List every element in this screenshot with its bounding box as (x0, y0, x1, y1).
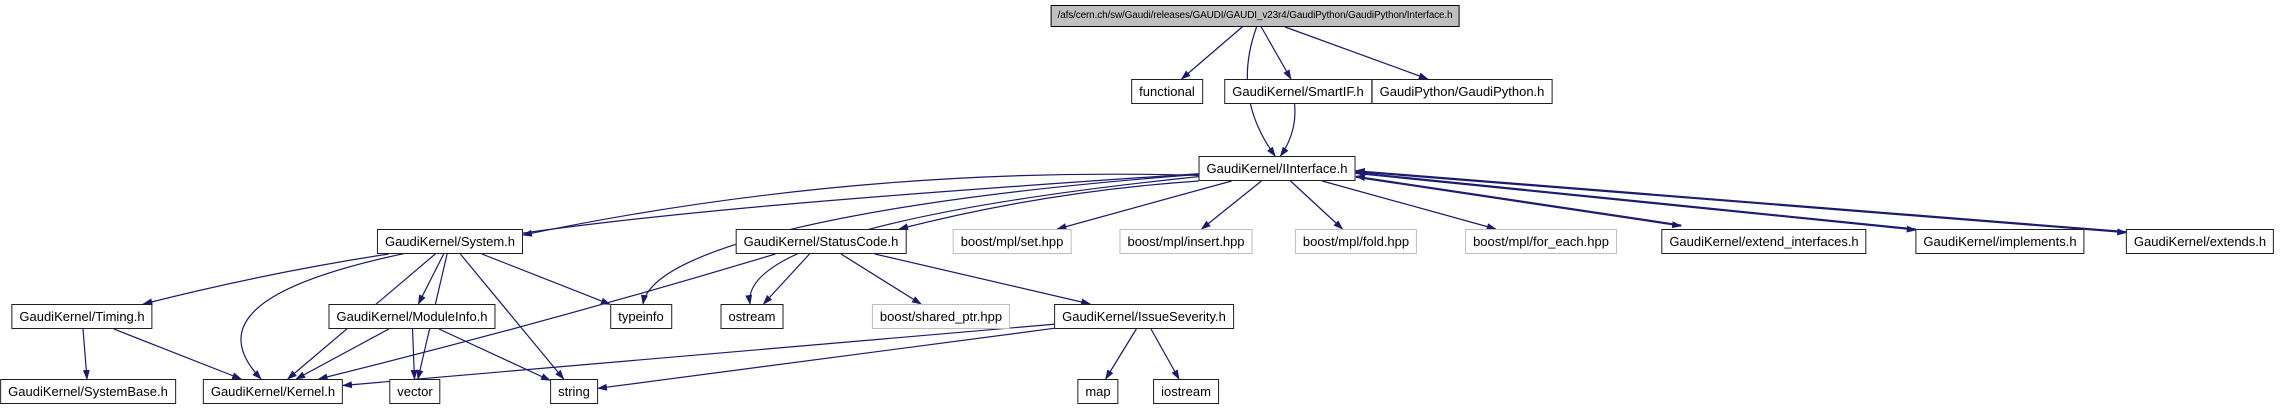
edge-smartif-iinterface (1279, 103, 1296, 157)
node-iinterface[interactable]: GaudiKernel/IInterface.h (1198, 156, 1356, 181)
node-mplforeach: boost/mpl/for_each.hpp (1465, 229, 1617, 254)
edge-moduleinfo-string (438, 328, 551, 381)
edge-iinterface-mplfold (1290, 180, 1344, 230)
node-mplfold: boost/mpl/fold.hpp (1294, 229, 1418, 254)
edge-moduleinfo-kernel (295, 328, 390, 380)
node-implements[interactable]: GaudiKernel/implements.h (1915, 229, 2085, 254)
node-moduleinfo[interactable]: GaudiKernel/ModuleInfo.h (328, 304, 496, 329)
edge-extends-iinterface (1354, 167, 2127, 233)
node-iostream: iostream (1153, 379, 1219, 404)
node-extends[interactable]: GaudiKernel/extends.h (2125, 229, 2275, 254)
node-map: map (1077, 379, 1119, 404)
node-ostream: ostream (720, 304, 784, 329)
edge-timing-kernel (113, 328, 243, 380)
edge-main-functional (1180, 26, 1243, 80)
edge-system-timing (142, 253, 389, 306)
node-sharedptr: boost/shared_ptr.hpp (871, 304, 1011, 329)
edge-issueseverity-iostream (1150, 328, 1180, 380)
node-gaudipython[interactable]: GaudiPython/GaudiPython.h (1371, 79, 1553, 104)
edge-iinterface-typeinfo (641, 173, 1199, 305)
edge-issueseverity-string (597, 327, 1055, 391)
edge-issueseverity-kernel (342, 323, 1055, 389)
edge-implements-iinterface (1354, 169, 1916, 230)
edge-iinterface-extendinterfaces (1355, 176, 1683, 229)
node-smartif[interactable]: GaudiKernel/SmartIF.h (1224, 79, 1372, 104)
node-kernel[interactable]: GaudiKernel/Kernel.h (202, 379, 344, 404)
node-system[interactable]: GaudiKernel/System.h (376, 229, 524, 254)
edge-statuscode-issueseverity (874, 253, 1092, 306)
node-extendinterfaces[interactable]: GaudiKernel/extend_interfaces.h (1661, 229, 1867, 254)
edge-iinterface-mplforeach (1322, 180, 1497, 230)
edge-main-gaudipython (1284, 26, 1429, 80)
node-systembase[interactable]: GaudiKernel/SystemBase.h (0, 379, 176, 404)
edge-issueseverity-map (1105, 328, 1137, 380)
edge-timing-systembase (82, 328, 90, 380)
edge-iinterface-kernel (240, 173, 1199, 380)
edge-statuscode-ostream (762, 253, 810, 305)
node-vector: vector (389, 379, 441, 404)
edge-moduleinfo-vector (410, 328, 418, 380)
edge-system-typeinfo (481, 253, 611, 305)
edge-statuscode-sharedptr (840, 253, 922, 305)
edge-system-moduleinfo (417, 253, 445, 305)
edge-iinterface-system (522, 173, 1199, 237)
node-mplset: boost/mpl/set.hpp (952, 229, 1072, 254)
edge-iinterface-mplset (1056, 180, 1232, 230)
node-statuscode[interactable]: GaudiKernel/StatusCode.h (735, 229, 907, 254)
node-timing[interactable]: GaudiKernel/Timing.h (11, 304, 153, 329)
edge-iinterface-mplinsert (1200, 180, 1262, 230)
edge-iinterface-statuscode (898, 180, 1199, 231)
node-functional: functional (1131, 79, 1203, 104)
edge-main-smartif (1260, 26, 1292, 80)
edge-iinterface-implements (1355, 172, 1917, 233)
edge-iinterface-extends (1355, 171, 2128, 236)
node-mplinsert: boost/mpl/insert.hpp (1119, 229, 1253, 254)
node-typeinfo: typeinfo (610, 304, 672, 329)
node-issueseverity[interactable]: GaudiKernel/IssueSeverity.h (1054, 304, 1234, 329)
edge-extendinterfaces-iinterface (1355, 174, 1682, 226)
node-main: /afs/cern.ch/sw/Gaudi/releases/GAUDI/GAU… (1050, 5, 1460, 27)
node-string: string (550, 379, 598, 404)
